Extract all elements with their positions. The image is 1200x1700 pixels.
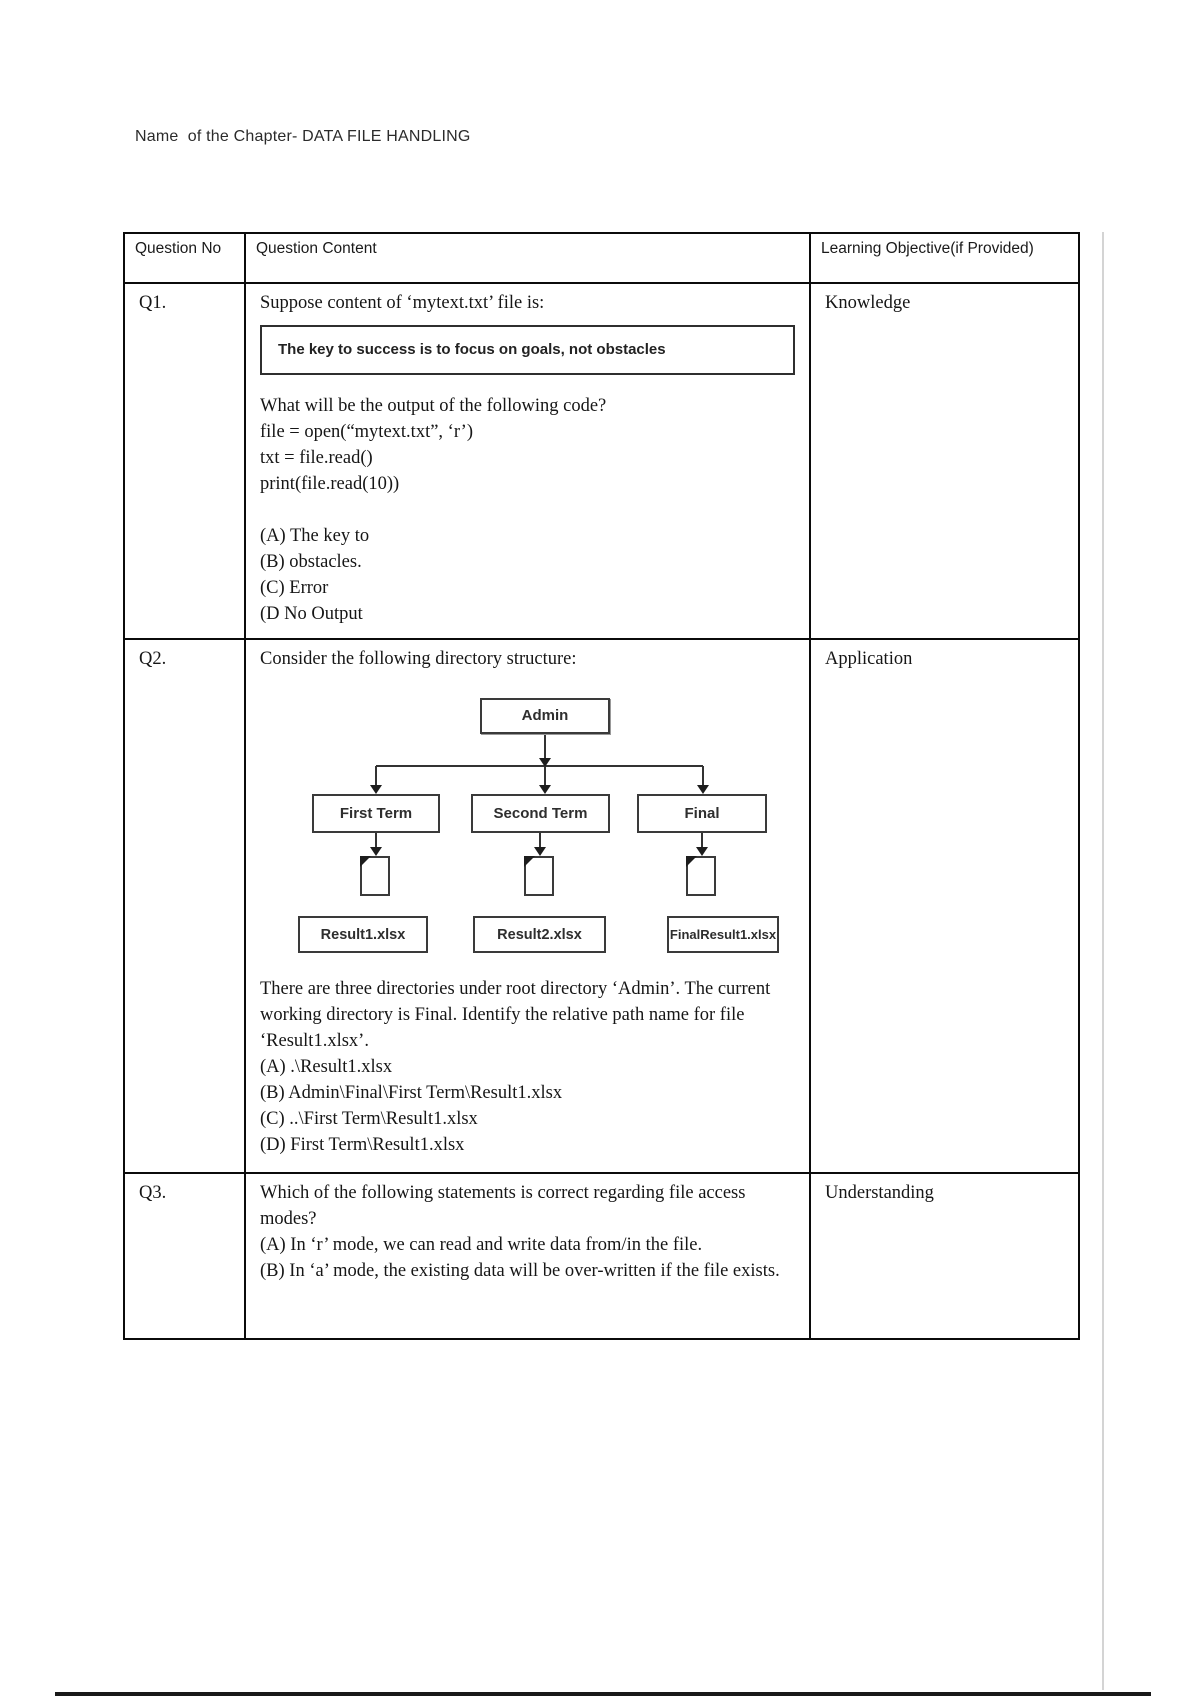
table-header-row: Question No Question Content Learning Ob… [123, 232, 1080, 284]
header-question-no: Question No [123, 232, 246, 284]
q3-objective: Understanding [809, 1172, 1080, 1340]
q1-option-a: (A) The key to [260, 526, 370, 546]
page-edge-line [1102, 232, 1104, 1690]
q1-content: Suppose content of ‘mytext.txt’ file is:… [244, 282, 811, 640]
q1-prompt: What will be the output of the following… [260, 396, 607, 416]
q2-option-b: (B) Admin\Final\First Term\Result1.xlsx [260, 1083, 563, 1103]
bottom-rule [55, 1692, 1151, 1696]
q1-options: (A) The key to (B) obstacles. (C) Error … [260, 523, 795, 627]
q2-intro: Consider the following directory structu… [260, 649, 577, 669]
q1-option-b: (B) obstacles. [260, 552, 362, 572]
file-icon [686, 856, 716, 896]
header-question-content: Question Content [244, 232, 811, 284]
q3-content: Which of the following statements is cor… [244, 1172, 811, 1340]
q2-option-d: (D) First Term\Result1.xlsx [260, 1135, 465, 1155]
q1-option-c: (C) Error [260, 578, 329, 598]
questions-table: Question No Question Content Learning Ob… [123, 232, 1080, 1340]
diagram-root-folder: Admin [480, 698, 610, 734]
file-icon [524, 856, 554, 896]
q1-intro: Suppose content of ‘mytext.txt’ file is: [260, 293, 545, 313]
q2-objective: Application [809, 638, 1080, 1174]
diagram-folder-second-term: Second Term [471, 794, 610, 833]
q1-code-line: file = open(“mytext.txt”, ‘r’) [260, 422, 473, 442]
q2-option-a: (A) .\Result1.xlsx [260, 1057, 393, 1077]
diagram-folder-first-term: First Term [312, 794, 440, 833]
q1-code-line: print(file.read(10)) [260, 474, 400, 494]
diagram-file-finalresult1: FinalResult1.xlsx [667, 916, 779, 953]
q2-option-c: (C) ..\First Term\Result1.xlsx [260, 1109, 478, 1129]
file-icon [360, 856, 390, 896]
q1-objective: Knowledge [809, 282, 1080, 640]
q2-number: Q2. [123, 638, 246, 1174]
diagram-file-result1: Result1.xlsx [298, 916, 428, 953]
q3-number: Q3. [123, 1172, 246, 1340]
q3-intro: Which of the following statements is cor… [260, 1183, 746, 1229]
q1-code-line: txt = file.read() [260, 448, 373, 468]
q3-option-a: (A) In ‘r’ mode, we can read and write d… [260, 1235, 703, 1255]
q3-option-b: (B) In ‘a’ mode, the existing data will … [260, 1261, 780, 1281]
page-title: Name of the Chapter- DATA FILE HANDLING [135, 128, 471, 145]
diagram-file-result2: Result2.xlsx [473, 916, 606, 953]
directory-structure-diagram: Admin First Term Second Term Final Resul… [260, 678, 783, 962]
question-row-q1: Q1. Suppose content of ‘mytext.txt’ file… [123, 282, 1080, 640]
q1-number: Q1. [123, 282, 246, 640]
header-learning-objective: Learning Objective(if Provided) [809, 232, 1080, 284]
q3-options: (A) In ‘r’ mode, we can read and write d… [260, 1232, 795, 1284]
question-row-q2: Q2. Consider the following directory str… [123, 638, 1080, 1174]
q2-options: (A) .\Result1.xlsx (B) Admin\Final\First… [260, 1054, 795, 1158]
q1-file-content-box: The key to success is to focus on goals,… [260, 325, 795, 375]
question-row-q3: Q3. Which of the following statements is… [123, 1172, 1080, 1340]
q2-content: Consider the following directory structu… [244, 638, 811, 1174]
diagram-folder-final: Final [637, 794, 767, 833]
q2-paragraph: There are three directories under root d… [260, 979, 771, 1051]
q1-option-d: (D No Output [260, 604, 363, 624]
